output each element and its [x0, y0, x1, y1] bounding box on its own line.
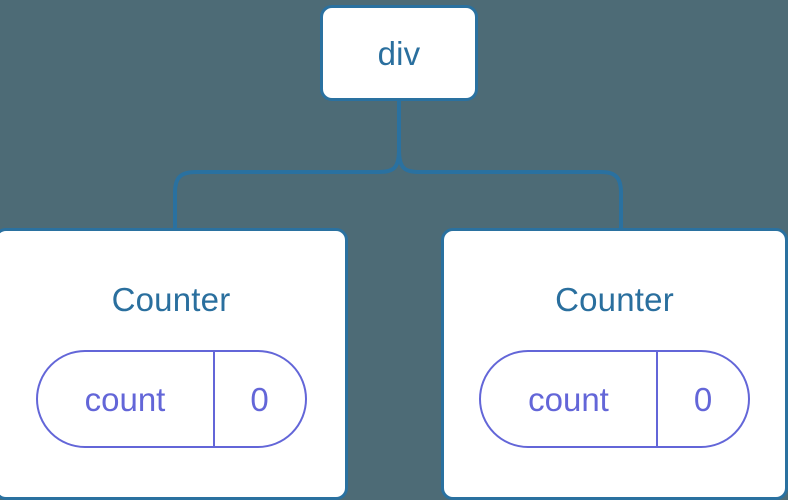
state-value: 0 — [656, 352, 748, 446]
node-component-counter-1[interactable]: Counter count 0 — [0, 228, 348, 500]
node-root-div[interactable]: div — [320, 5, 478, 101]
state-value: 0 — [212, 352, 305, 446]
state-key: count — [84, 380, 166, 418]
node-title: Counter — [111, 281, 231, 318]
node-title: Counter — [555, 281, 674, 318]
state-pill[interactable]: count 0 — [479, 350, 750, 448]
connector-branch-right — [397, 149, 623, 230]
connector-branch-left — [173, 149, 401, 230]
node-component-counter-2[interactable]: Counter count 0 — [441, 228, 788, 500]
node-root-label: div — [377, 34, 421, 72]
state-key: count — [528, 380, 609, 418]
state-pill[interactable]: count 0 — [35, 350, 307, 448]
